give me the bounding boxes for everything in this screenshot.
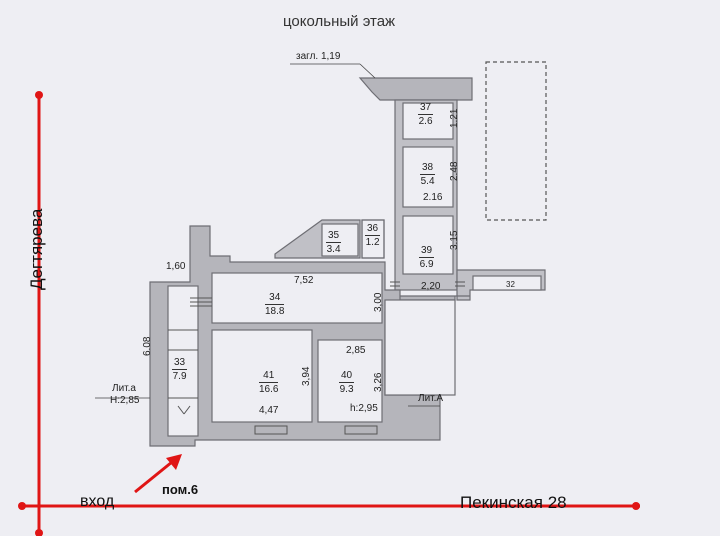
- page-title: цокольный этаж: [283, 13, 396, 30]
- entrance-label: вход: [80, 493, 115, 510]
- dim-160: 1,60: [166, 261, 186, 272]
- street-left-label: Дегтярева: [27, 208, 46, 290]
- dim-300: 3,00: [373, 292, 384, 312]
- zagl-label: загл. 1,19: [296, 51, 341, 62]
- height-right-label: h:2,95: [350, 403, 378, 414]
- dim-32: 32: [506, 280, 515, 289]
- dim-752: 7,52: [294, 275, 314, 286]
- dim-394: 3,94: [301, 366, 312, 386]
- lit-a-small-label: Лит.а: [112, 383, 136, 394]
- dim-315: 3.15: [449, 230, 460, 250]
- dim-285: 2,85: [346, 345, 366, 356]
- dim-326: 3,26: [373, 372, 384, 392]
- dim-447: 4,47: [259, 405, 279, 416]
- room-number-label: пом.6: [162, 482, 199, 497]
- dim-216: 2.16: [423, 192, 443, 203]
- street-bottom-label: Пекинская 28: [460, 493, 567, 512]
- dim-608: 6.08: [142, 336, 153, 356]
- dim-121: 1.21: [449, 108, 460, 128]
- lit-a-big-label: Лит.А: [418, 393, 444, 404]
- height-left-label: Н:2,85: [110, 395, 140, 406]
- dim-248: 2.48: [449, 161, 460, 181]
- dim-220: 2,20: [421, 281, 441, 292]
